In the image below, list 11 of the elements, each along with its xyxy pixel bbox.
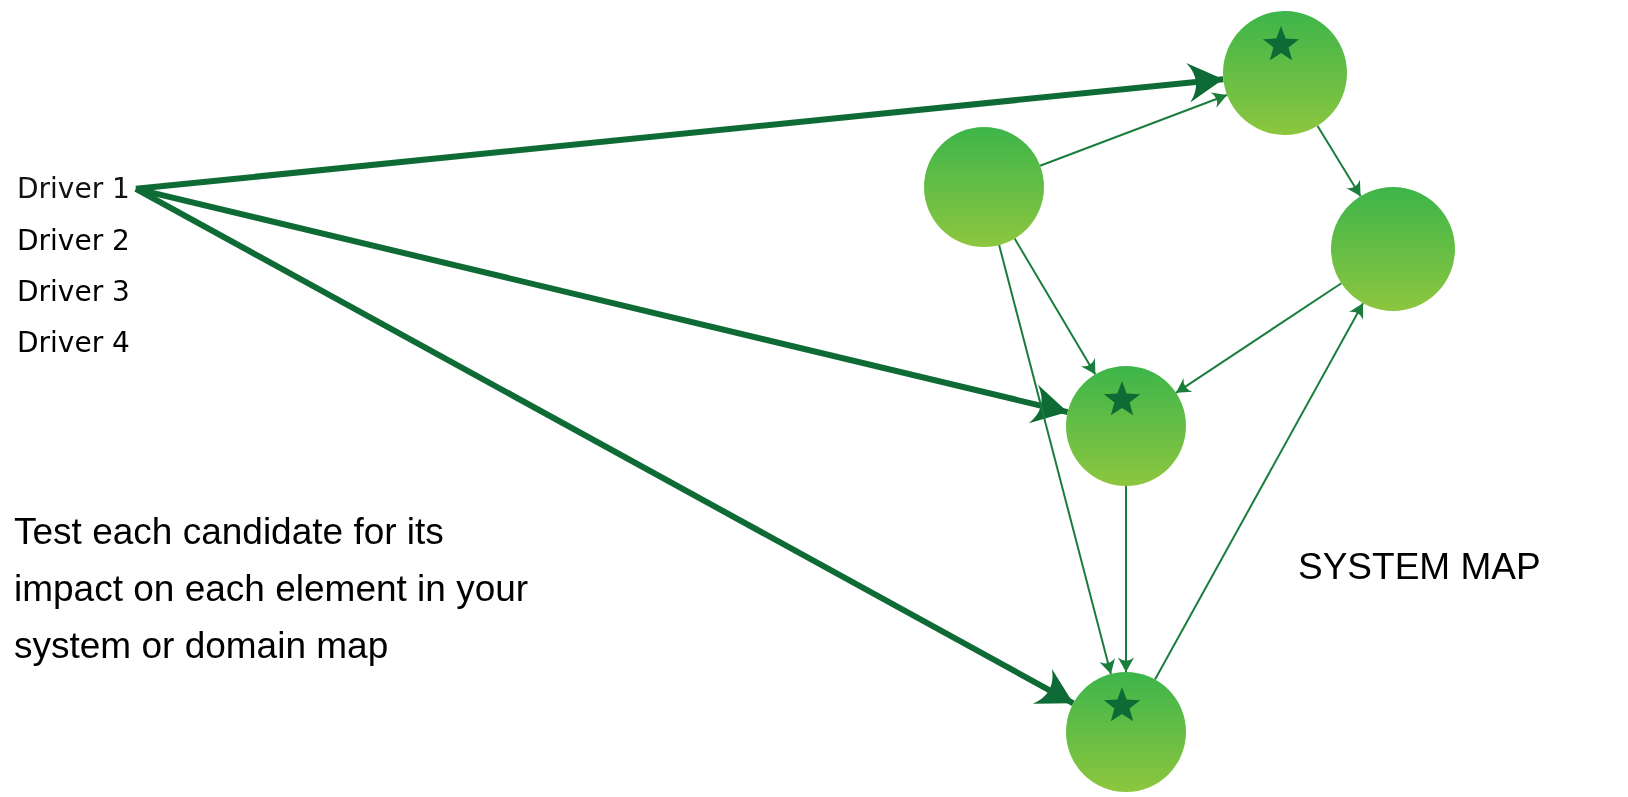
driver-label: Driver 3 [17,275,130,309]
circle-node [1066,672,1186,792]
circle-node [1066,366,1186,486]
circle-node [924,127,1044,247]
map-title: SYSTEM MAP [1298,546,1541,588]
circle-node [1223,11,1347,135]
driver-label: Driver 1 [17,172,130,206]
driver-label: Driver 2 [17,224,130,258]
instruction-text: Test each candidate for its impact on each element in your system or domain map [14,510,530,668]
circle-node [1331,187,1455,311]
driver-label: Driver 4 [17,326,130,360]
